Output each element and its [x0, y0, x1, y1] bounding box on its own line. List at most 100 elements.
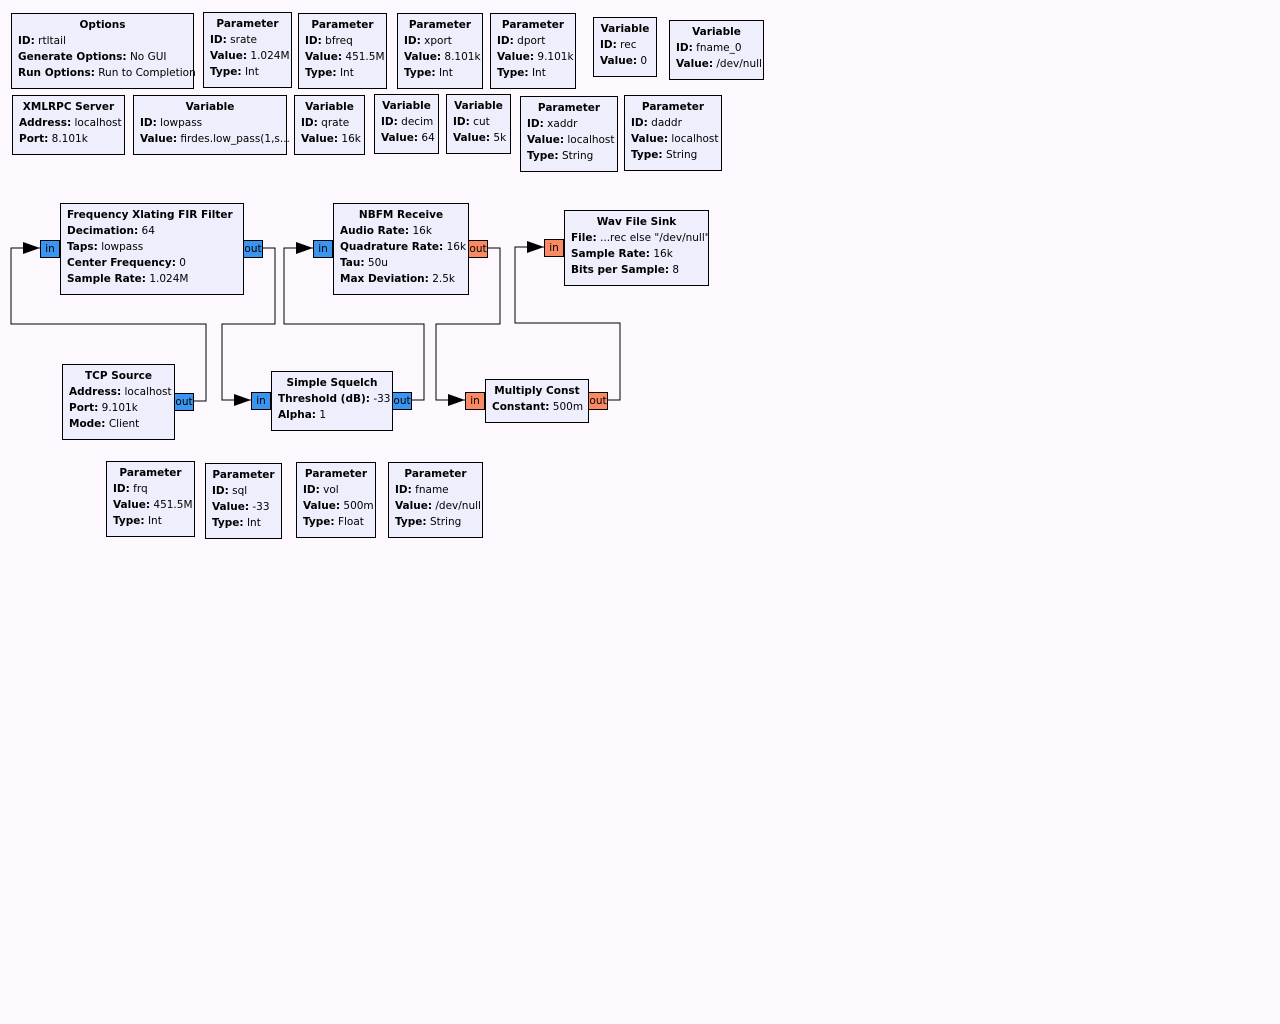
param-key: ID:: [212, 485, 229, 497]
param-value: ...rec else "/dev/null": [600, 232, 710, 244]
param-key: Value:: [600, 55, 638, 67]
param-value: 64: [141, 225, 155, 237]
param-value: Run to Completion: [98, 67, 196, 79]
port-out[interactable]: out: [243, 240, 263, 258]
block-param: Value: 8.101k: [404, 49, 481, 65]
port-out[interactable]: out: [392, 392, 412, 410]
param-key: Address:: [19, 117, 72, 129]
port-in[interactable]: in: [313, 240, 333, 258]
param-key: Value:: [527, 134, 565, 146]
param-value: sql: [232, 485, 248, 497]
arrow-head-icon: [234, 394, 251, 406]
port-in[interactable]: in: [40, 240, 60, 258]
block-param: Type: String: [527, 148, 611, 164]
param-key: ID:: [631, 117, 648, 129]
connection-tcpsource-to-xlating[interactable]: [10, 247, 207, 402]
param-value: rtltail: [38, 35, 66, 47]
param-value: bfreq: [325, 35, 353, 47]
param-value: Int: [244, 66, 259, 78]
param-key: Value:: [113, 499, 151, 511]
param-value: lowpass: [101, 241, 144, 253]
block-param: Type: Int: [305, 65, 380, 81]
port-in[interactable]: in: [251, 392, 271, 410]
arrow-head-icon: [296, 242, 313, 254]
param-key: Quadrature Rate:: [340, 241, 444, 253]
param-key: Type:: [305, 67, 337, 79]
block-param: Run Options: Run to Completion: [18, 65, 196, 81]
param-value: 16k: [412, 225, 432, 237]
param-key: Value:: [381, 132, 419, 144]
port-out[interactable]: out: [588, 392, 608, 410]
param-value: Int: [147, 515, 162, 527]
block-title: Multiply Const: [494, 385, 580, 397]
block-param: Mode: Client: [69, 416, 168, 432]
param-value: fname_0: [696, 42, 742, 54]
param-value: localhost: [567, 134, 615, 146]
param-value: 1.024M: [149, 273, 189, 285]
param-value: 2.5k: [432, 273, 455, 285]
port-out[interactable]: out: [174, 393, 194, 411]
block-title: Parameter: [311, 19, 374, 31]
param-key: ID:: [395, 484, 412, 496]
block-title: Parameter: [212, 469, 275, 481]
block-param: Type: String: [631, 147, 715, 163]
block-param: ID: srate: [210, 32, 285, 48]
port-out[interactable]: out: [468, 240, 488, 258]
block-param: ID: bfreq: [305, 33, 380, 49]
port-in[interactable]: in: [544, 239, 564, 257]
param-value: frq: [133, 483, 148, 495]
param-key: ID:: [113, 483, 130, 495]
connection-xlating-to-squelch[interactable]: [221, 247, 276, 401]
block-param: Value: /dev/null: [676, 56, 762, 72]
block-param: ID: frq: [113, 481, 188, 497]
param-value: 8.101k: [444, 51, 481, 63]
block-param: File: ...rec else "/dev/null": [571, 230, 710, 246]
param-key: Value:: [210, 50, 248, 62]
param-value: fname: [415, 484, 449, 496]
block-param: Value: 451.5M: [305, 49, 385, 65]
param-key: File:: [571, 232, 597, 244]
connection-nbfm-to-multconst[interactable]: [435, 247, 501, 401]
param-key: Taps:: [67, 241, 98, 253]
block-param: ID: decim: [381, 114, 433, 130]
connection-squelch-to-nbfm[interactable]: [283, 247, 425, 401]
param-key: Port:: [19, 133, 49, 145]
param-value: /dev/null: [716, 58, 762, 70]
param-value: 9.101k: [101, 402, 138, 414]
block-param: ID: vol: [303, 482, 369, 498]
port-in[interactable]: in: [465, 392, 485, 410]
connection-multconst-to-wavsink[interactable]: [514, 246, 621, 401]
block-title: Variable: [600, 23, 650, 35]
param-value: No GUI: [129, 51, 167, 63]
param-key: Center Frequency:: [67, 257, 176, 269]
param-value: Int: [246, 517, 261, 529]
block-param: Value: 16k: [301, 131, 361, 147]
block-title: Frequency Xlating FIR Filter: [67, 209, 233, 221]
param-key: ID:: [527, 118, 544, 130]
